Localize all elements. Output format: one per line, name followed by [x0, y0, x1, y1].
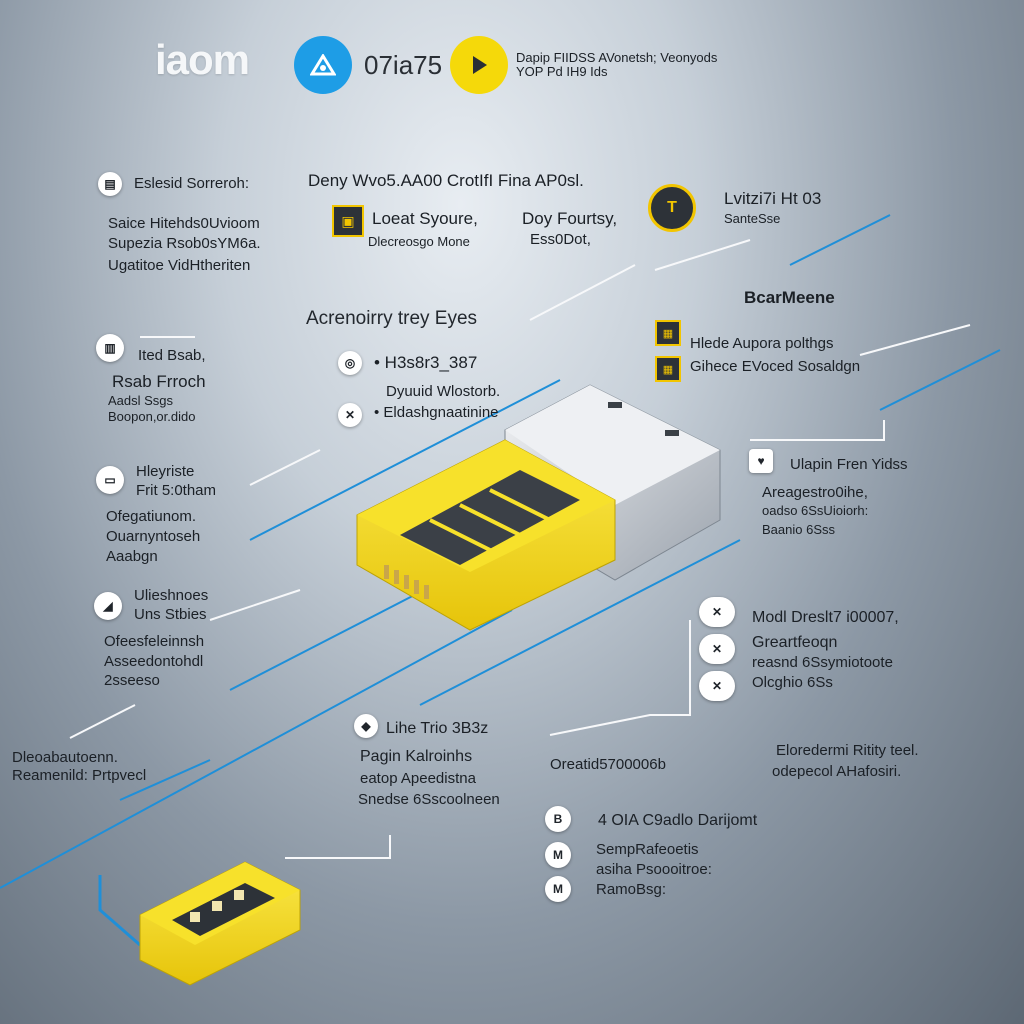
bottom-center-line-1: Pagin Kalroinhs: [360, 748, 473, 765]
chart-icon: ▤: [98, 172, 122, 196]
left-block3-line-1: Ulieshnoes: [134, 587, 209, 604]
spec-2b: • Eldashgnaatinine: [374, 404, 499, 421]
left-block3-line-5: Asseedontohdl: [104, 653, 204, 670]
heart-icon: ♥: [749, 449, 773, 473]
leader-lines: [69, 239, 971, 859]
top-left-heading: Eslesid Sorreroh:: [134, 175, 250, 192]
close-icon: ✕: [699, 634, 735, 664]
triangle-play-icon: [310, 54, 336, 76]
shield-icon: ◆: [354, 714, 378, 738]
left-block3-line-6: 2sseeso: [104, 672, 160, 689]
usb-device-small: [98, 861, 301, 986]
left-block1-line-3: Aadsl Ssgs: [108, 393, 174, 408]
robot-icon: T: [648, 184, 696, 232]
footer-badge-m2: M: [545, 876, 571, 902]
footer-line-4: RamoBsg:: [596, 881, 667, 898]
top-left-line-3: Ugatitoe VidHtheriten: [108, 257, 251, 274]
middle-right-item-1: Hlede Aupora polthgs: [690, 335, 834, 352]
play-icon: [473, 56, 487, 74]
middle-subtitle: Acrenoirry trey Eyes: [306, 308, 478, 329]
left-block1-line-2: Rsab Frroch: [112, 372, 206, 391]
right-block1-line-2: Areagestro0ihe,: [762, 484, 868, 501]
footer-badge-m1: M: [545, 842, 571, 868]
footer-badge-b: B: [545, 806, 571, 832]
right-block2-line-3: reasnd 6Ssymiotoote: [752, 654, 893, 671]
left-block2-line-5: Ouarnyntoseh: [106, 528, 201, 545]
footer-line-2: SempRafeoetis: [596, 841, 699, 858]
tagline-line-1: Dapip FIIDSS AVonetsh; Veonyods: [516, 50, 718, 65]
blue-data-lines: [0, 214, 1001, 889]
chart-icon: ▥: [96, 334, 124, 362]
center-item2-sub: Ess0Dot,: [530, 231, 591, 248]
left-block1-line-4: Boopon,or.dido: [108, 409, 196, 424]
middle-right-item-2: Gihece EVoced Sosaldgn: [690, 358, 861, 375]
bottom-center-line-2: eatop Apeedistna: [360, 770, 476, 787]
wrench-icon: ◢: [94, 592, 122, 620]
left-block1-line-1: Ited Bsab,: [138, 347, 206, 364]
center-item2-title: Doy Fourtsy,: [522, 209, 618, 228]
spec-1: • H3s8r3_387: [374, 353, 478, 372]
right-block2-line-1: Modl Dreslt7 i00007,: [752, 609, 899, 626]
yellow-play-button[interactable]: [450, 36, 508, 94]
bottom-left-line-1: Dleoabautoenn.: [12, 749, 118, 766]
center-item1-title: Loeat Syoure,: [372, 209, 478, 228]
left-block2-line-1: Hleyriste: [136, 463, 195, 480]
left-block2-line-4: Ofegatiunom.: [106, 508, 197, 525]
right-block1-line-1: Ulapin Fren Yidss: [790, 456, 908, 473]
blue-play-button[interactable]: [294, 36, 352, 94]
top-right-title: Lvitzi7i Ht 03: [724, 189, 822, 208]
bottom-center-line-3: Snedse 6Sscoolneen: [358, 791, 500, 808]
top-right-sub: SanteSse: [724, 211, 781, 226]
chip-icon-1: ▦: [655, 320, 681, 346]
bottom-left-line-2: Reamenild: Prtpvecl: [12, 767, 147, 784]
top-left-line-1: Saice Hitehds0Uvioom: [108, 215, 260, 232]
chip-icon-2: ▦: [655, 356, 681, 382]
cube-icon: ▣: [332, 205, 364, 237]
left-block3-line-4: Ofeesfeleinnsh: [104, 633, 205, 650]
tagline-line-2: YOP Pd IH9 Ids: [516, 64, 608, 79]
bottom-mid-label: Oreatid5700006b: [550, 756, 666, 773]
center-item1-sub: Dlecreosgo Mone: [368, 234, 470, 249]
bottom-right-line-2: odepecol AHafosiri.: [772, 763, 902, 780]
left-block3-line-2: Uns Stbies: [134, 606, 207, 623]
bottom-right-line-1: Eloredermi Ritity teel.: [776, 742, 919, 759]
left-block2-line-2: Frit 5:0tham: [136, 482, 217, 499]
close-icon: ✕: [699, 671, 735, 701]
right-block2-line-2: Greartfeoqn: [752, 634, 838, 651]
document-icon: ▭: [96, 466, 124, 494]
brand-logo: iaom: [155, 36, 250, 83]
target-icon: ◎: [338, 351, 362, 375]
footer-line-1: 4 OIA C9adlo Darijomt: [598, 812, 758, 829]
right-block1-line-3: oadso 6SsUioiorh:: [762, 503, 869, 518]
footer-line-3: asiha Psoooitroe:: [596, 861, 712, 878]
usb-device-main: [356, 384, 721, 631]
left-block2-line-6: Aaabgn: [106, 548, 158, 565]
bottom-center-heading: Lihe Trio 3B3z: [386, 720, 489, 737]
spec-2a: Dyuuid Wlostorb.: [386, 383, 501, 400]
middle-right-heading: BcarMeene: [744, 288, 835, 307]
top-center-heading: Deny Wvo5.AA00 CrotIfI Fina AP0sl.: [308, 171, 584, 190]
close-icon: ✕: [338, 403, 362, 427]
version-label: 07ia75: [364, 50, 443, 80]
right-block2-line-4: Olcghio 6Ss: [752, 674, 833, 691]
right-block1-line-4: Baanio 6Sss: [762, 522, 835, 537]
close-icon: ✕: [699, 597, 735, 627]
top-left-line-2: Supezia Rsob0sYM6a.: [108, 235, 261, 252]
